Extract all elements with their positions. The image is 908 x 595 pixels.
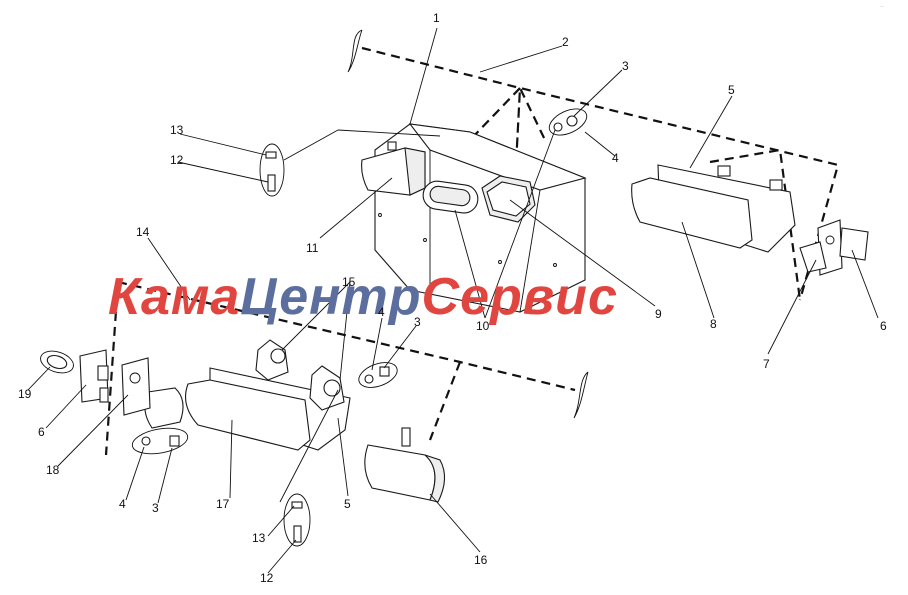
- callout-6: 6: [38, 425, 45, 439]
- small-lamp-group: [40, 350, 74, 374]
- callout-16: 16: [474, 553, 488, 567]
- dashed-line-right: [709, 148, 802, 301]
- callout-13: 13: [252, 531, 266, 545]
- headlamp-housing: [481, 175, 536, 223]
- callout-15: 15: [342, 275, 356, 289]
- dashed-line-center: [469, 85, 546, 166]
- callout-3: 3: [414, 315, 421, 329]
- watermark: КамаЦентрСервис: [108, 268, 618, 326]
- callout-10: 10: [476, 319, 490, 333]
- callout-7: 7: [763, 357, 770, 371]
- long-headlamp-right: [631, 164, 796, 253]
- callout-14: 14: [136, 225, 150, 239]
- nut-icon: [566, 115, 578, 127]
- oval-lamp: [422, 180, 479, 214]
- callout-12: 12: [260, 571, 274, 585]
- washer-icon: [553, 122, 563, 132]
- watermark-part-kama: Кама: [108, 268, 240, 326]
- bolt-group-top: [259, 143, 285, 197]
- fastener-group-left: [131, 427, 189, 455]
- bolt-icon: [267, 174, 276, 192]
- bolt-group-bottom: [283, 493, 311, 547]
- callout-labels: 1 2 3 4 5 13 12 14 11 15 10 9 8 6 7 4 3 …: [18, 11, 887, 585]
- fastener-group-top: [548, 108, 588, 136]
- callout-12: 12: [170, 153, 184, 167]
- callout-11: 11: [306, 241, 319, 255]
- fog-lamp: [364, 427, 446, 503]
- washer-icon: [265, 151, 277, 159]
- callout-5: 5: [728, 83, 735, 97]
- callout-4: 4: [119, 497, 126, 511]
- leader-lines: [27, 27, 879, 574]
- callout-1: 1: [433, 11, 440, 25]
- bolt-icon: [293, 525, 302, 543]
- callout-4: 4: [378, 305, 385, 319]
- callout-3: 3: [622, 59, 629, 73]
- headlamp-small: [361, 141, 426, 196]
- callout-19: 19: [18, 387, 32, 401]
- callout-3: 3: [152, 501, 159, 515]
- washer-icon: [364, 374, 374, 384]
- callout-18: 18: [46, 463, 60, 477]
- callout-9: 9: [655, 307, 662, 321]
- lamp-cylinder: [79, 349, 184, 429]
- fastener-group-mid: [358, 362, 398, 388]
- mounting-bracket: [374, 123, 587, 313]
- callout-6: 6: [880, 319, 887, 333]
- clamp-brackets: [255, 339, 345, 411]
- callout-13: 13: [170, 123, 184, 137]
- side-bracket-right: [799, 219, 869, 276]
- washer-icon: [291, 501, 303, 509]
- callout-5: 5: [344, 497, 351, 511]
- corner-mark: ··: [880, 4, 884, 10]
- nut-icon: [169, 435, 180, 447]
- washer-icon: [141, 436, 151, 446]
- brace-top: [347, 29, 363, 73]
- dashed-line-fog: [428, 361, 462, 441]
- callout-4: 4: [612, 151, 619, 165]
- brace-bottom: [573, 371, 589, 419]
- callout-17: 17: [216, 497, 230, 511]
- nut-icon: [379, 366, 390, 377]
- callout-8: 8: [710, 317, 717, 331]
- watermark-part-centr: Центр: [240, 268, 421, 326]
- watermark-part-servis: Сервис: [422, 268, 618, 326]
- callout-2: 2: [562, 35, 569, 49]
- small-lamp-icon: [46, 354, 68, 370]
